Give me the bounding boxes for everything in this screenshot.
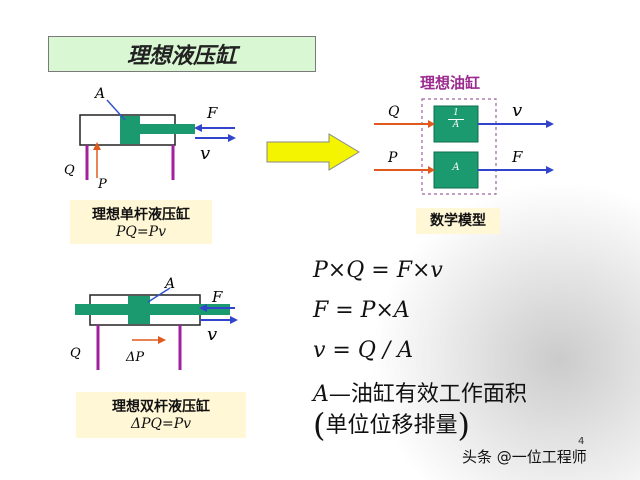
double-rod-cylinder-diagram (75, 287, 238, 370)
single-rod-caption: 理想单杆液压缸 PQ=Pv (70, 200, 212, 244)
block-area-label: A (452, 162, 460, 173)
double-velocity-label: v (207, 324, 218, 345)
output-velocity-arrowhead (546, 120, 554, 128)
single-area-label: A (95, 86, 106, 102)
area-pointer (147, 287, 171, 303)
area-description: —油缸有效工作面积 (328, 382, 527, 407)
model-output-velocity-label: v (512, 100, 523, 121)
piston-rod (75, 304, 230, 315)
double-rod-caption-title: 理想双杆液压缸 (112, 399, 210, 415)
double-rod-caption: 理想双杆液压缸 ΔPQ=Pv (76, 392, 246, 438)
input-flow-arrowhead (428, 120, 435, 128)
output-force-arrowhead (546, 166, 554, 174)
double-rod-caption-formula: ΔPQ=Pv (130, 416, 192, 432)
single-rod-caption-title: 理想单杆液压缸 (92, 207, 190, 223)
model-boundary (421, 98, 497, 195)
left-paren: ( (313, 406, 326, 444)
model-output-force-label: F (512, 148, 523, 166)
single-rod-caption-formula: PQ=Pv (116, 224, 166, 240)
double-force-label: F (212, 288, 223, 306)
single-force-label: F (207, 104, 218, 122)
piston-rod (140, 124, 195, 134)
velocity-arrowhead (230, 316, 238, 324)
force-arrowhead (199, 304, 207, 312)
area-pointer (106, 99, 126, 121)
right-paren: ) (457, 406, 470, 444)
page-number: 4 (578, 436, 585, 447)
single-rod-cylinder-diagram (79, 99, 236, 180)
block-inverse-area-label: 1 A (434, 108, 478, 131)
single-flow-label: Q (64, 163, 75, 178)
flow-arrowhead (93, 142, 101, 150)
source-watermark: 头条 @一位工程师 (462, 448, 587, 466)
equation-area-note: (单位位移排量) (313, 406, 470, 444)
double-area-label: A (165, 276, 176, 292)
math-model-diagram (374, 98, 554, 195)
equation-force: F = P×A (313, 298, 410, 323)
equation-area-definition: A—油缸有效工作面积 (313, 376, 527, 408)
area-variable: A (313, 382, 329, 407)
velocity-arrowhead (228, 134, 236, 142)
model-input-flow-label: Q (388, 104, 400, 120)
single-velocity-label: v (200, 143, 211, 164)
force-arrowhead (194, 124, 202, 132)
math-model-caption: 数学模型 (416, 208, 500, 234)
model-input-pressure-label: P (388, 150, 398, 166)
equation-power-balance: P×Q = F×v (313, 258, 443, 283)
block-numerator: 1 (448, 108, 464, 120)
input-pressure-arrowhead (428, 166, 435, 174)
single-pressure-label: P (98, 177, 107, 192)
block-denominator: A (452, 120, 460, 130)
double-flow-label: Q (70, 346, 81, 361)
ideal-cylinder-title: 理想油缸 (420, 74, 481, 92)
double-pressure-drop-label: ΔP (126, 350, 145, 365)
area-note-text: 单位位移排量 (325, 413, 458, 438)
conversion-arrow-icon (266, 133, 360, 171)
background-photo (370, 180, 640, 480)
piston (120, 116, 140, 144)
pressure-drop-arrowhead (158, 336, 166, 344)
equation-velocity: v = Q / A (313, 338, 414, 363)
slide-title: 理想液压缸 (48, 36, 316, 72)
